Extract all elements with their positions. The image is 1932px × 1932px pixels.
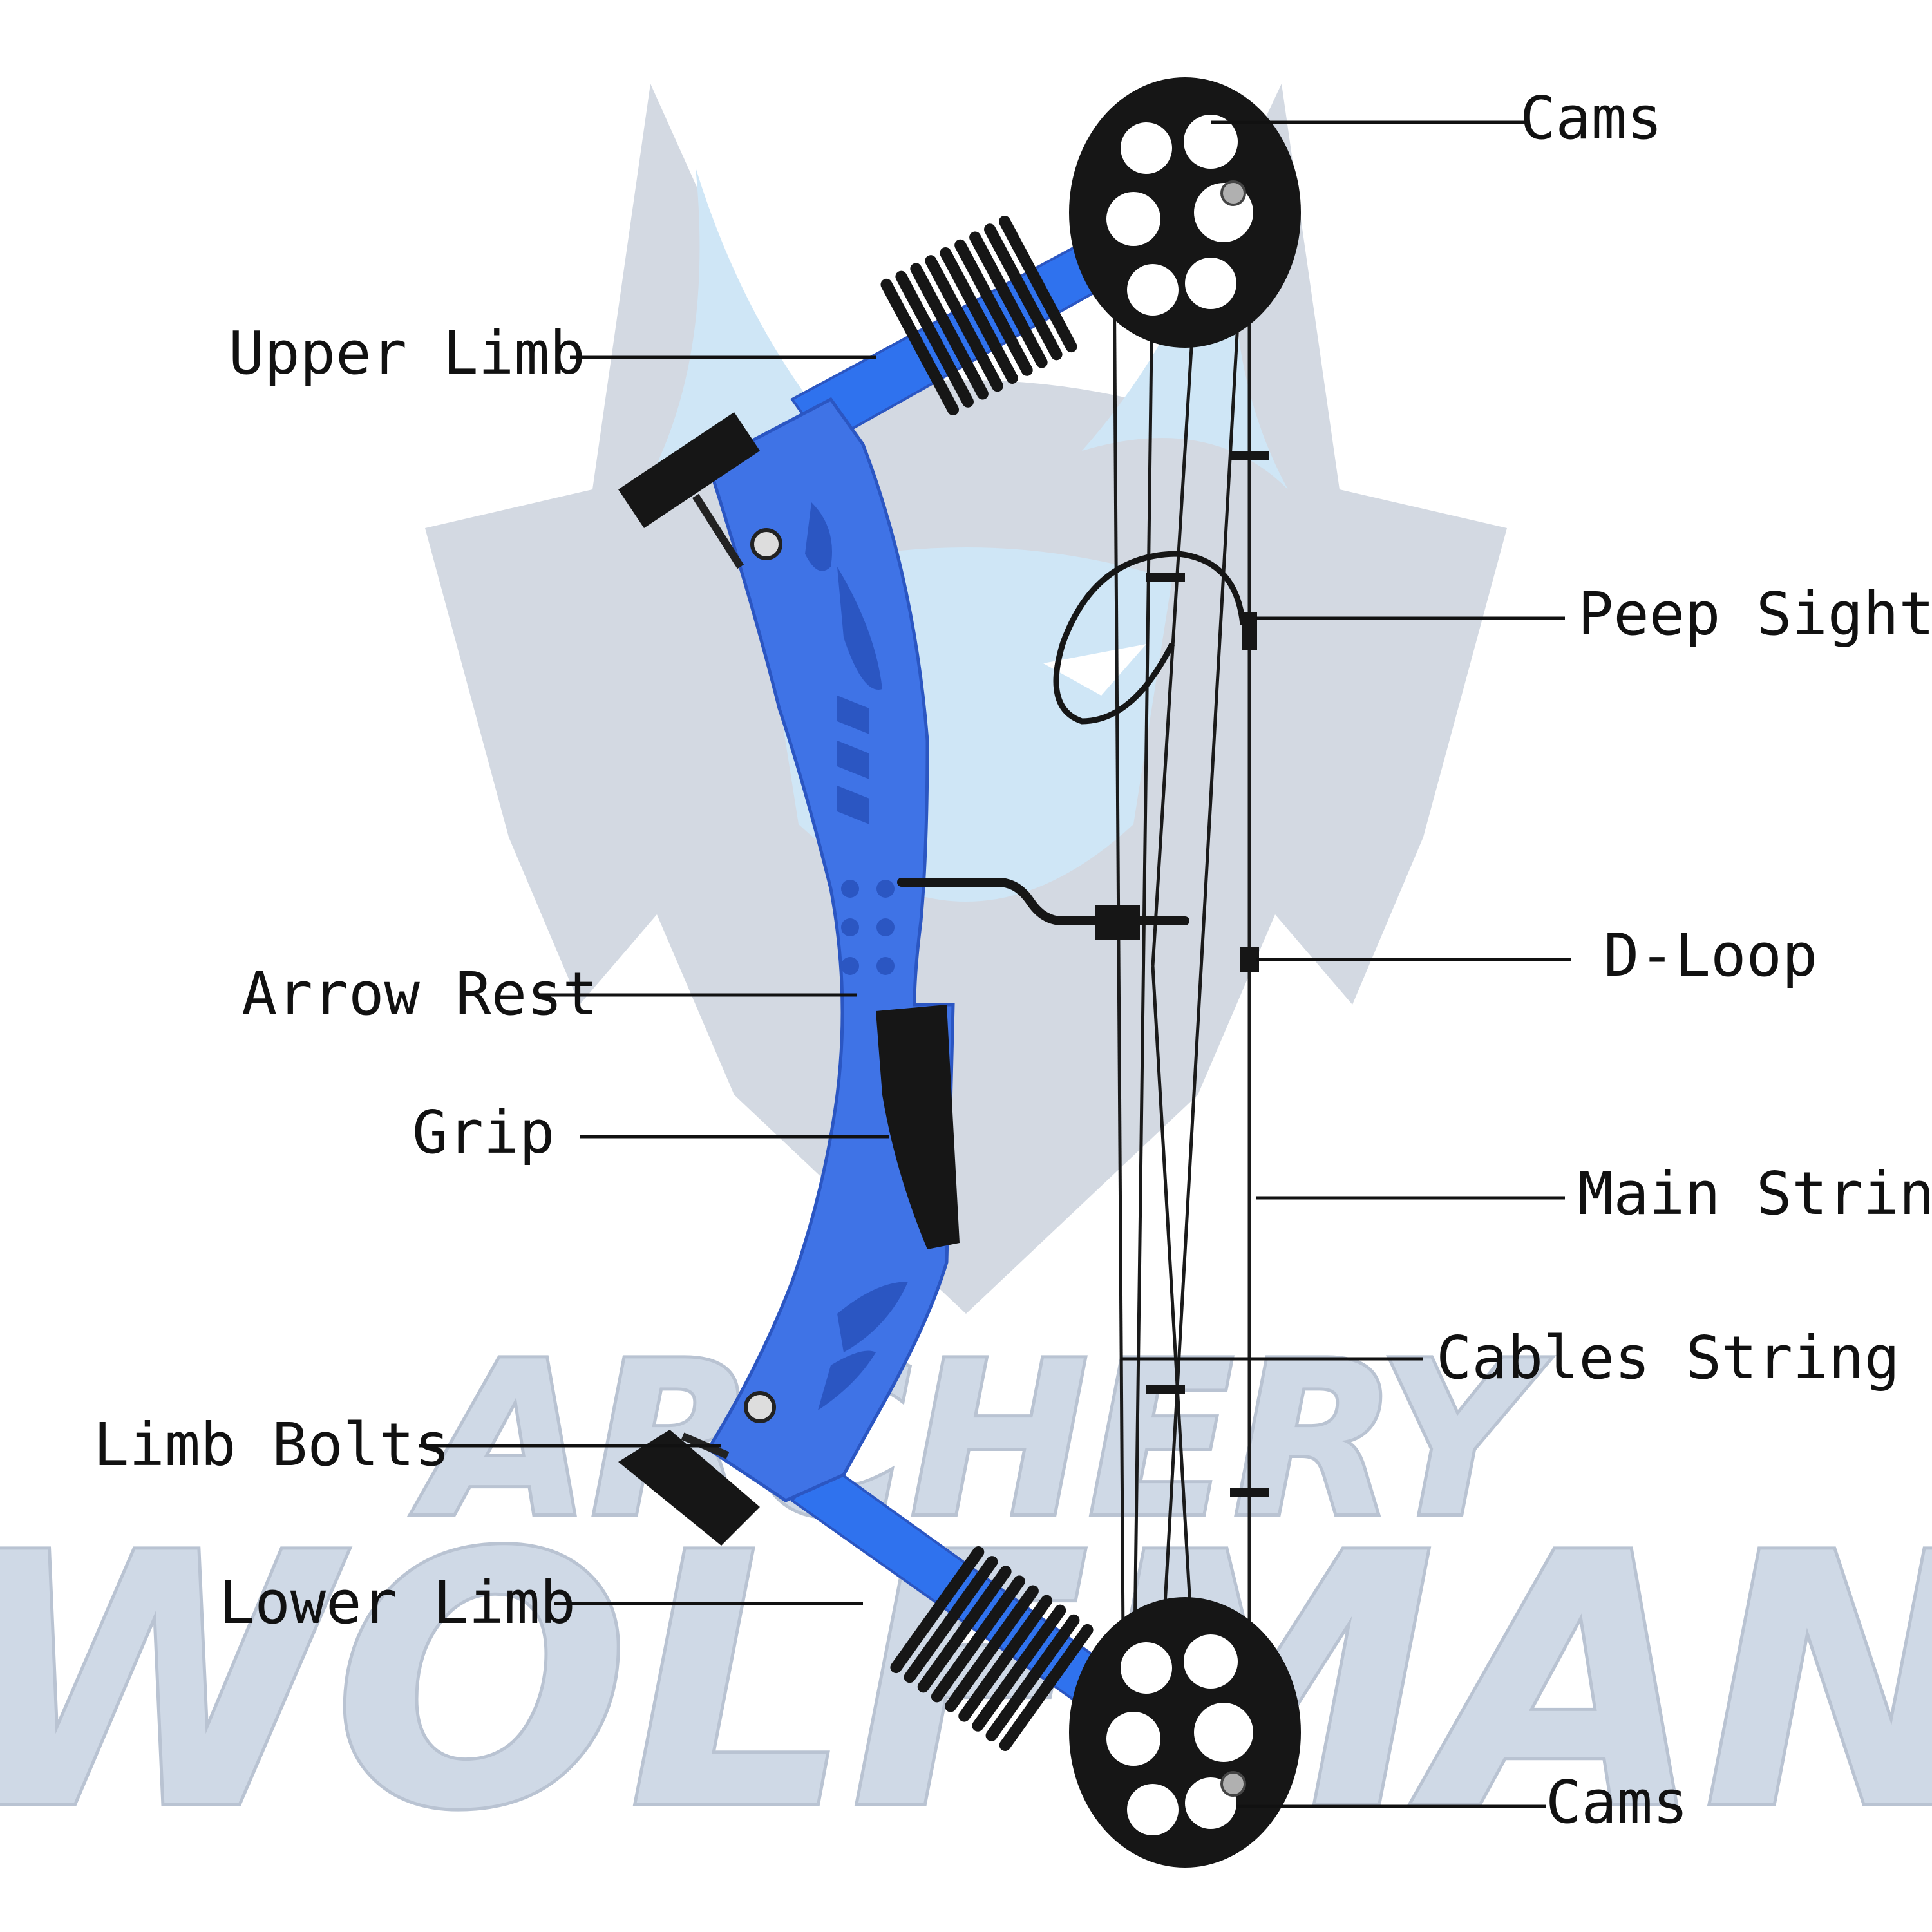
dampener-whisker [999, 1624, 1094, 1751]
dampener-whisker [969, 231, 1048, 368]
dampener-whisker [931, 1575, 1025, 1703]
arrow-rest-holder [1095, 905, 1140, 940]
riser-bolt-upper [750, 528, 782, 560]
label-limb-bolts: Limb Bolts [93, 1410, 450, 1479]
label-peep-sight: Peep Sight [1578, 580, 1932, 649]
dampener-whisker [972, 1604, 1066, 1732]
riser [706, 397, 955, 1502]
callout-labels: Cams Upper Limb Peep Sight D-Loop Arrow … [93, 84, 1932, 1837]
label-main-string: Main String [1578, 1159, 1932, 1228]
label-grip: Grip [412, 1098, 555, 1167]
lower-cam [1069, 1597, 1301, 1868]
label-d-loop: D-Loop [1604, 921, 1817, 990]
peep-sight [1242, 612, 1257, 650]
label-cables-string: Cables String [1436, 1323, 1900, 1392]
riser-cutouts [805, 502, 908, 1410]
cable-2 [1132, 244, 1155, 1739]
riser-bolt-lower [744, 1391, 776, 1423]
lower-dampener [890, 1546, 1094, 1751]
callouts [419, 120, 1571, 1808]
dampener-whisker [910, 263, 989, 400]
compound-bow [618, 77, 1301, 1868]
cable-3 [1151, 244, 1200, 967]
cable-1 [1112, 257, 1126, 1739]
arrow-rest [897, 878, 1189, 925]
dampener-whisker [945, 1585, 1039, 1712]
dampener-whisker [958, 1595, 1053, 1722]
wolf-eye-right [1043, 644, 1146, 696]
dampener-whisker [984, 223, 1063, 361]
label-cams-top: Cams [1520, 84, 1663, 153]
dampener-whisker [880, 278, 960, 416]
dampener-whisker [954, 239, 1033, 376]
dampener-whisker [895, 270, 974, 408]
label-upper-limb: Upper Limb [229, 319, 585, 388]
dampener-whisker [917, 1566, 1012, 1693]
grip [876, 1005, 960, 1249]
upper-dampener [880, 215, 1077, 416]
upper-limb-pocket [618, 412, 760, 569]
dampener-whisker [940, 247, 1018, 384]
watermark-archery: ARCHERY [410, 1316, 1550, 1564]
dampener-whisker [904, 1556, 998, 1683]
label-cams-bottom: Cams [1546, 1768, 1689, 1837]
label-lower-limb: Lower Limb [219, 1568, 576, 1637]
dampener-whisker [925, 255, 1003, 392]
string-accessories [1146, 451, 1269, 1497]
dampener-whisker [998, 215, 1077, 353]
upper-cam [1069, 77, 1301, 348]
peep-sight-tubing [1053, 551, 1246, 724]
cable-5 [1157, 231, 1245, 1707]
dampener-whisker [985, 1614, 1080, 1741]
label-arrow-rest: Arrow Rest [242, 960, 598, 1028]
dampener-whisker [890, 1546, 985, 1674]
